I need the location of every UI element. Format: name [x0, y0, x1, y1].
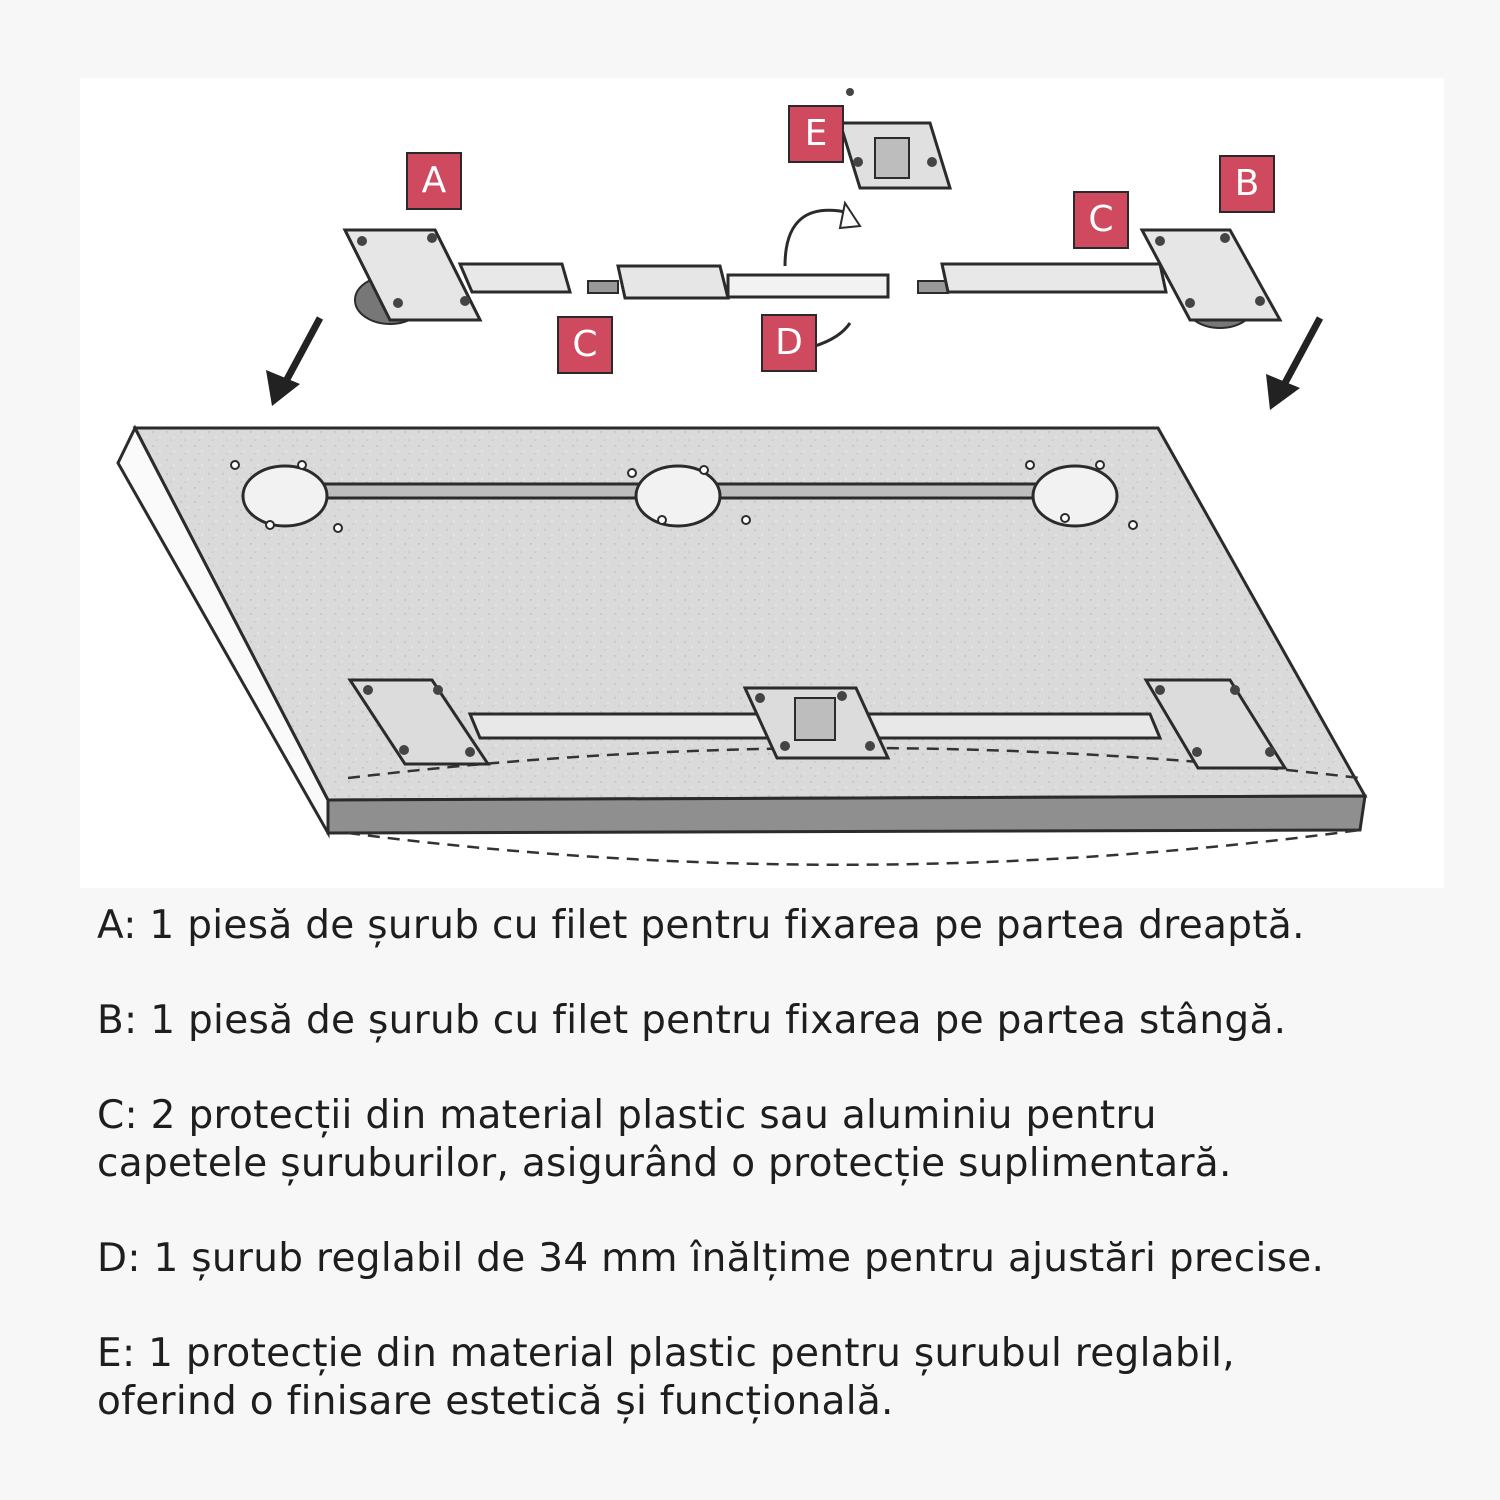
callout-C-left: C: [557, 316, 613, 374]
arrow-right-down: [1266, 316, 1324, 410]
part-E-cover: [837, 88, 953, 190]
legend-item-E: E: 1 protecție din material plastic pent…: [97, 1331, 1235, 1424]
part-D-screw: [587, 200, 890, 348]
arrow-left-down: [266, 316, 324, 406]
part-B-bracket: [917, 228, 1283, 329]
diagram-drawing: [116, 88, 1368, 866]
mounted-rail: [347, 678, 1288, 770]
part-A-bracket: [342, 228, 572, 325]
board-channel: [230, 460, 1138, 533]
legend-item-B: B: 1 piesă de șurub cu filet pentru fixa…: [97, 998, 1287, 1043]
callout-D: D: [761, 314, 817, 372]
legend-item-A: A: 1 piesă de șurub cu filet pentru fixa…: [97, 903, 1305, 948]
parts-legend: A: 1 piesă de șurub cu filet pentru fixa…: [97, 902, 1477, 1473]
callout-B: B: [1219, 155, 1275, 213]
callout-E: E: [788, 105, 844, 163]
callout-C-right: C: [1073, 191, 1129, 249]
legend-item-C: C: 2 protecții din material plastic sau …: [97, 1093, 1232, 1186]
assembly-diagram: A B C C D E: [80, 78, 1444, 888]
callout-A: A: [406, 152, 462, 210]
legend-item-D: D: 1 șurub reglabil de 34 mm înălțime pe…: [97, 1236, 1325, 1281]
